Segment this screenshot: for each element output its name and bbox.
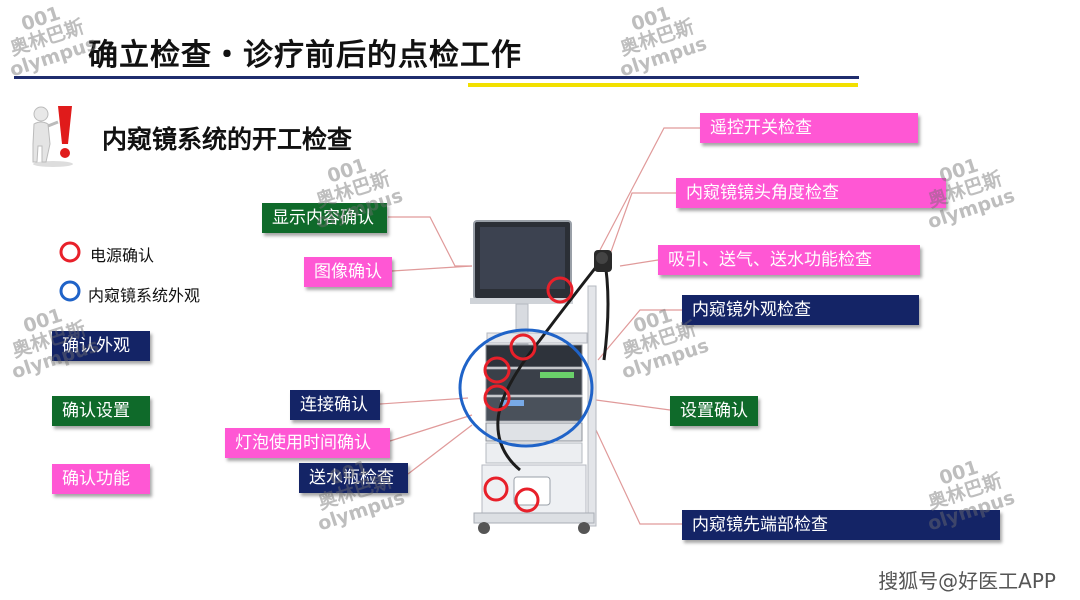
legend-red-label: 电源确认 — [90, 246, 155, 265]
callout-suction-function: 吸引、送气、送水功能检查 — [658, 245, 920, 275]
callout-water-bottle: 送水瓶检查 — [299, 463, 408, 493]
red-circle-legend-icon — [59, 241, 81, 263]
blue-circle-legend-icon — [59, 280, 81, 302]
callout-connection: 连接确认 — [290, 390, 380, 420]
section-subtitle: 内窥镜系统的开工检查 — [102, 125, 353, 154]
callout-image-check: 图像确认 — [304, 257, 392, 287]
callout-display-content: 显示内容确认 — [262, 203, 387, 233]
callout-setting-confirm: 设置确认 — [670, 396, 758, 426]
callout-lines — [379, 127, 700, 525]
legend-blue-label: 内窥镜系统外观 — [88, 286, 201, 305]
red-power-circles — [483, 276, 574, 513]
label-confirm-settings: 确认设置 — [52, 396, 150, 426]
callout-scope-appearance: 内窥镜外观检查 — [682, 295, 919, 325]
source-credit: 搜狐号@好医工APP — [878, 569, 1056, 593]
callout-bulb-time: 灯泡使用时间确认 — [225, 428, 390, 458]
title-rule-yellow — [468, 83, 858, 87]
callout-tip-check: 内窥镜先端部检查 — [682, 510, 1000, 540]
exclamation-person-icon — [32, 106, 73, 167]
blue-appearance-ellipse — [458, 328, 594, 448]
callout-remote-switch: 遥控开关检查 — [700, 113, 918, 143]
callout-angle-check: 内窥镜镜头角度检查 — [676, 178, 946, 208]
page-title: 确立检查・诊疗前后的点检工作 — [88, 38, 522, 73]
label-confirm-appearance: 确认外观 — [52, 331, 150, 361]
label-confirm-function: 确认功能 — [52, 464, 150, 494]
title-rule-blue — [14, 76, 859, 79]
